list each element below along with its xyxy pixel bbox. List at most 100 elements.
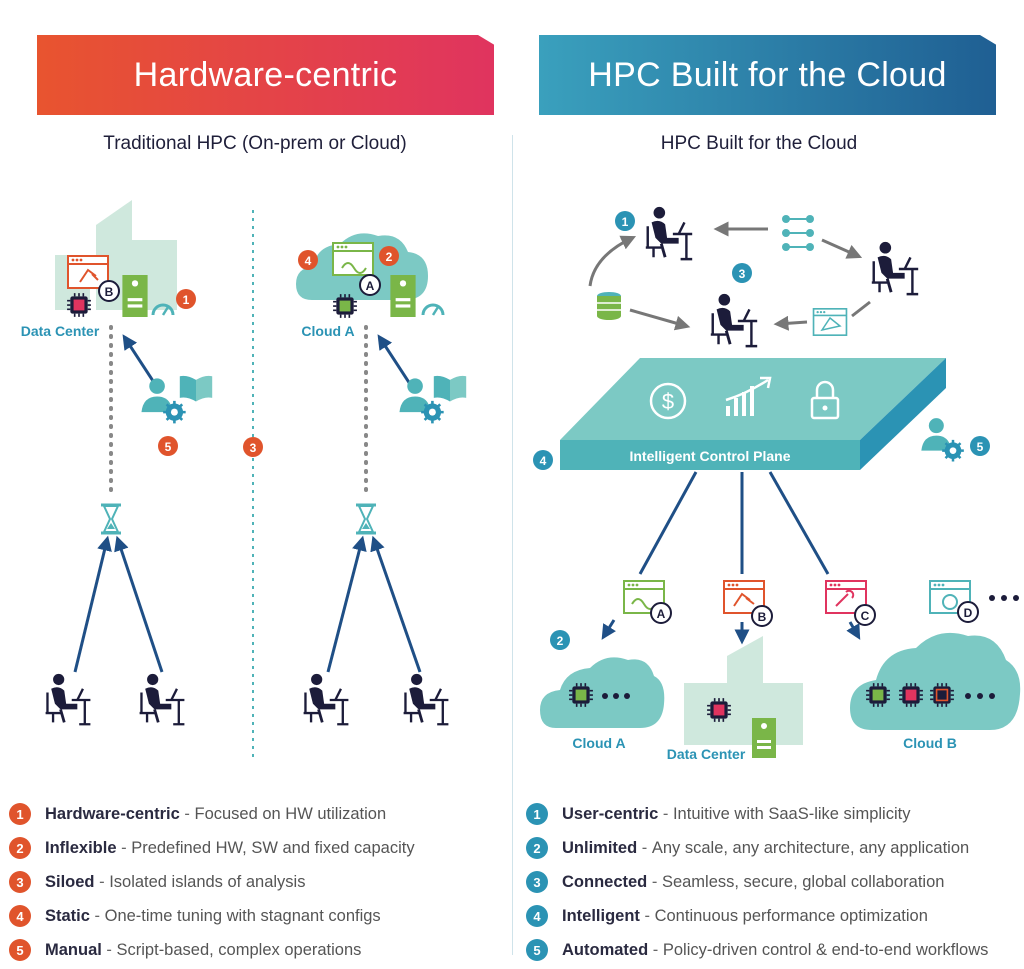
network-window-icon [812,308,848,336]
server-icon [390,275,416,317]
svg-text:2: 2 [386,250,393,264]
badge-b [98,280,120,302]
user-arrow [370,535,422,673]
intelligent-control-plane: Intelligent Control Plane $ [560,358,946,470]
more-icon [965,693,995,699]
svg-text:A: A [366,279,375,293]
legend-term: Intelligent [562,906,640,925]
control-link [638,471,698,575]
legend-desc: Intuitive with SaaS-like simplicity [672,804,911,823]
cloud-a: Cloud A [540,657,665,751]
badge-1 [176,289,196,309]
legend-term: Connected [562,872,648,891]
deploy-arrow [846,621,861,640]
user-icon [870,240,920,296]
flow-arrow [588,235,637,287]
app-window-b [722,580,766,614]
badge-4 [298,250,318,270]
svg-text:1: 1 [183,293,190,307]
server-icon [122,275,148,317]
user-icon [402,672,450,726]
svg-text:$: $ [662,389,674,414]
cloud-a-label: Cloud A [572,735,625,751]
server-icon [752,718,776,758]
legend-desc: Policy-driven control & end-to-end workf… [662,940,989,959]
app-window-robot-icon [66,255,110,289]
user-arrow [326,535,367,673]
svg-text:4: 4 [305,254,312,268]
hourglass-icon [99,503,123,535]
admin-arrow [122,334,157,385]
legend-number: 5 [9,939,31,961]
legend-term: Static [45,906,90,925]
legend-desc: Predefined HW, SW and fixed capacity [131,838,415,857]
gauge-icon [421,303,445,317]
data-center-label: Data Center [21,323,100,339]
legend-number: 4 [526,905,548,927]
hourglass-icon [354,503,378,535]
badge-2 [550,630,570,650]
legend-desc: Focused on HW utilization [194,804,387,823]
database-icon [597,292,621,320]
workflow-icon [782,215,814,251]
cloud-hpc-banner: HPC Built for the Cloud [539,35,996,115]
svg-text:A: A [657,607,666,621]
badge-a [359,274,381,296]
flow-arrow [629,308,691,331]
badge-4 [533,450,553,470]
user-arrow [73,535,112,673]
section-divider [512,135,513,955]
more-icon [989,595,1019,601]
legend-number: 4 [9,905,31,927]
legend-term: User-centric [562,804,659,823]
badge-5 [158,436,178,456]
badge-2 [379,246,399,266]
legend-number: 3 [526,871,548,893]
manual-book-icon [179,375,213,402]
legend-number: 2 [9,837,31,859]
user-arrow [114,535,164,673]
deploy-arrow [601,619,616,640]
legend-desc: Continuous performance optimization [654,906,928,925]
lock-icon [810,380,840,420]
badge-5 [970,436,990,456]
svg-text:B: B [758,610,767,624]
user-icon [302,672,350,726]
legend-term: Automated [562,940,649,959]
flow-arrow [773,315,808,331]
badge-a [650,602,672,624]
more-icon [602,693,630,699]
legend-term: Unlimited [562,838,638,857]
badge-1 [615,211,635,231]
svg-text:4: 4 [540,454,547,468]
cloud-b: Cloud B [850,632,1021,751]
architecture-diagram: B 1 Data Center 5 3 A 4 2 Cloud A [21,200,1021,762]
svg-text:C: C [861,609,870,623]
data-center: Data Center [667,636,803,762]
svg-text:D: D [964,606,973,620]
legend-desc: Any scale, any architecture, any applica… [651,838,970,857]
app-window-d [928,580,972,614]
cloud-b-label: Cloud B [903,735,957,751]
control-link [768,471,830,575]
svg-text:2: 2 [557,634,564,648]
flow-line [851,300,871,318]
legend-number: 2 [526,837,548,859]
app-window-c [824,580,868,614]
legend-term: Manual [45,940,102,959]
admin-gear-icon [920,416,966,463]
legend-number: 5 [526,939,548,961]
cloud-hpc-subtitle: HPC Built for the Cloud [660,133,858,154]
badge-b [751,605,773,627]
user-icon [138,672,186,726]
legend-desc: Script-based, complex operations [116,940,362,959]
growth-chart-icon [725,376,772,416]
svg-text:3: 3 [250,441,257,455]
